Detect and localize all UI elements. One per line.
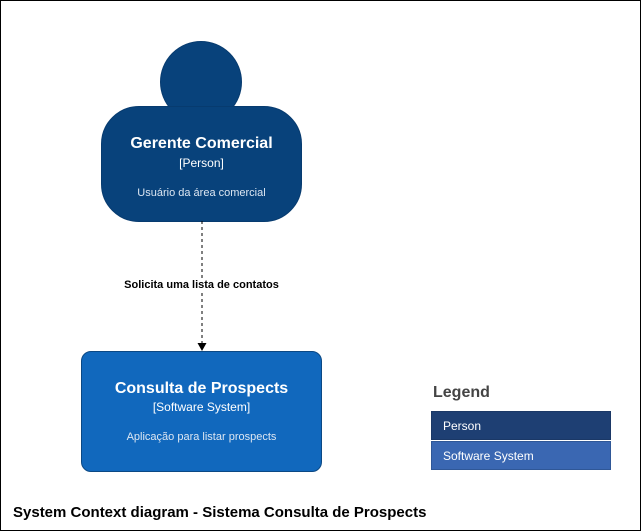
system-type: [Software System] xyxy=(152,400,251,414)
legend-item-software-system: Software System xyxy=(431,441,611,470)
legend-title: Legend xyxy=(433,384,490,401)
system-description: Aplicação para listar prospects xyxy=(126,431,277,443)
system-name: Consulta de Prospects xyxy=(114,380,289,397)
person-type: [Person] xyxy=(179,156,224,170)
person-description: Usuário da área comercial xyxy=(137,187,266,199)
person-name: Gerente Comercial xyxy=(130,135,273,152)
legend-item-person: Person xyxy=(431,411,611,440)
diagram-caption: System Context diagram - Sistema Consult… xyxy=(13,504,427,521)
system-node-consulta-de-prospects[interactable]: Consulta de Prospects [Software System] … xyxy=(81,351,322,472)
person-node-gerente-comercial[interactable]: Gerente Comercial [Person] Usuário da ár… xyxy=(101,106,302,222)
relationship-label: Solicita uma lista de contatos xyxy=(101,279,302,291)
